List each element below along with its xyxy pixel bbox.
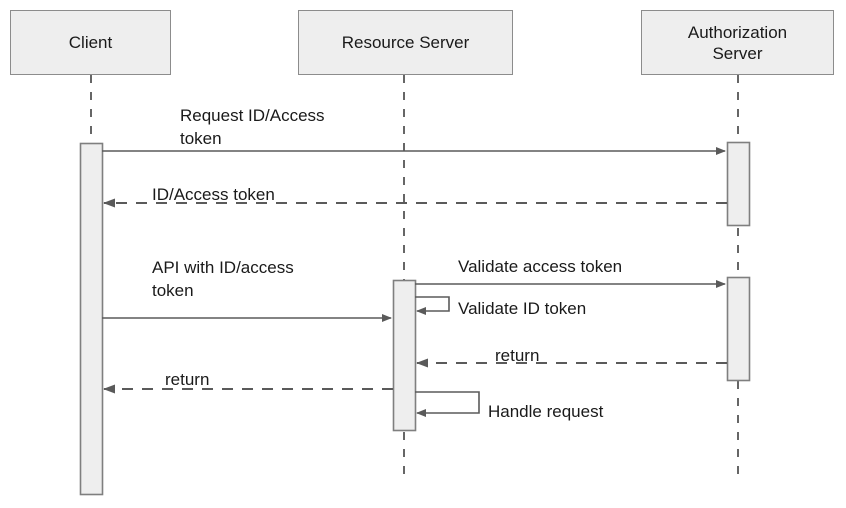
message-label-return-auth-to-resource: return bbox=[495, 346, 540, 365]
participant-label-authorization-server: Authorization Server bbox=[687, 22, 788, 63]
message-label-request-id-access-token: Request ID/Access token bbox=[180, 106, 325, 148]
message-label-handle-request: Handle request bbox=[488, 402, 604, 421]
activation-bar-resource-activation bbox=[392, 279, 417, 432]
message-label-return-resource-to-client: return bbox=[165, 370, 210, 389]
participant-box-client[interactable]: Client bbox=[10, 10, 171, 75]
activation-bar-client-activation bbox=[79, 142, 104, 496]
participant-box-resource-server[interactable]: Resource Server bbox=[298, 10, 513, 75]
participant-label-client: Client bbox=[68, 33, 113, 52]
message-label-validate-id-token: Validate ID token bbox=[458, 299, 587, 318]
message-label-api-with-id-access-token: API with ID/access token bbox=[152, 258, 294, 300]
participant-box-authorization-server[interactable]: Authorization Server bbox=[641, 10, 834, 75]
message-arrow-handle-request bbox=[415, 391, 480, 417]
message-label-validate-access-token: Validate access token bbox=[458, 257, 623, 276]
message-arrow-validate-id-token bbox=[415, 296, 450, 315]
activation-bar-auth-activation-1 bbox=[726, 141, 751, 227]
message-arrow-group bbox=[102, 147, 727, 417]
activation-group bbox=[79, 141, 751, 496]
participant-label-resource-server: Resource Server bbox=[341, 33, 470, 52]
message-label-id-access-token: ID/Access token bbox=[152, 185, 275, 204]
activation-bar-auth-activation-2 bbox=[726, 276, 751, 382]
